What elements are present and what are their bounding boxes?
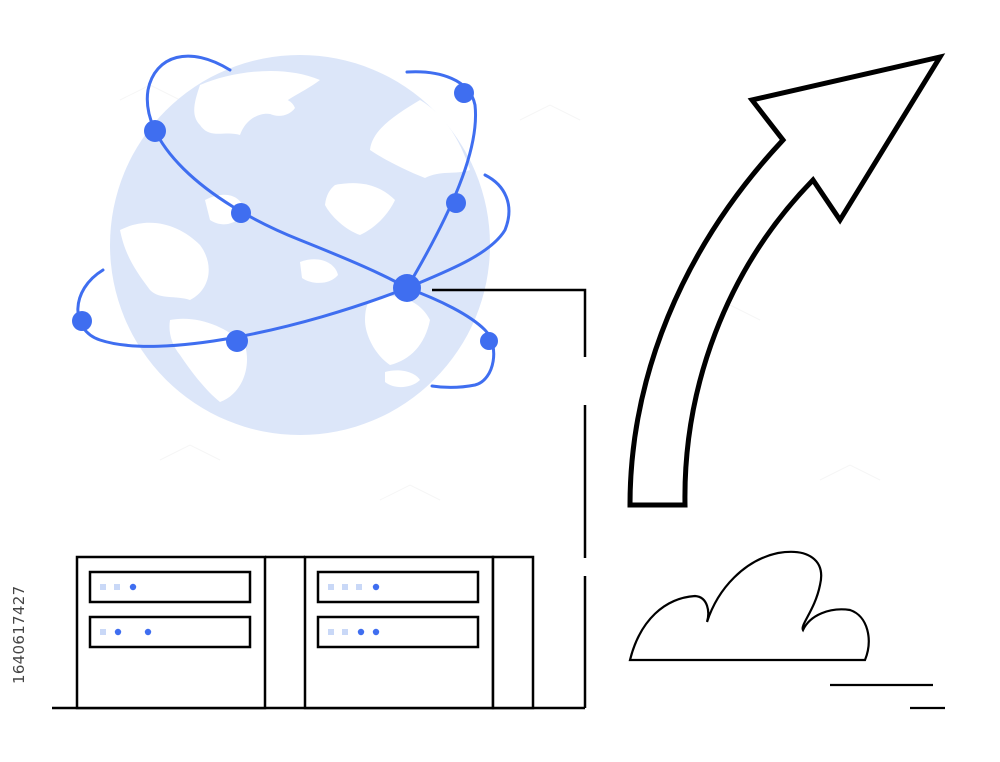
orbit-2 xyxy=(405,70,478,290)
node xyxy=(446,193,466,213)
stock-id-label: 1640617427 xyxy=(10,585,28,685)
globe-icon xyxy=(110,55,490,435)
node xyxy=(480,332,498,350)
node xyxy=(226,330,248,352)
orbit-1 xyxy=(145,54,496,389)
server-rack-icon xyxy=(52,555,585,710)
node xyxy=(72,311,92,331)
node xyxy=(231,203,251,223)
network-nodes xyxy=(72,83,498,352)
node-hub xyxy=(393,274,421,302)
server-leds xyxy=(100,583,380,636)
drive-bay xyxy=(88,615,252,649)
node xyxy=(144,120,166,142)
cloud-icon xyxy=(628,550,945,710)
node xyxy=(454,83,474,103)
server-side-panel xyxy=(491,555,535,710)
connector-line xyxy=(432,288,587,708)
upward-arrow-icon xyxy=(627,53,946,508)
